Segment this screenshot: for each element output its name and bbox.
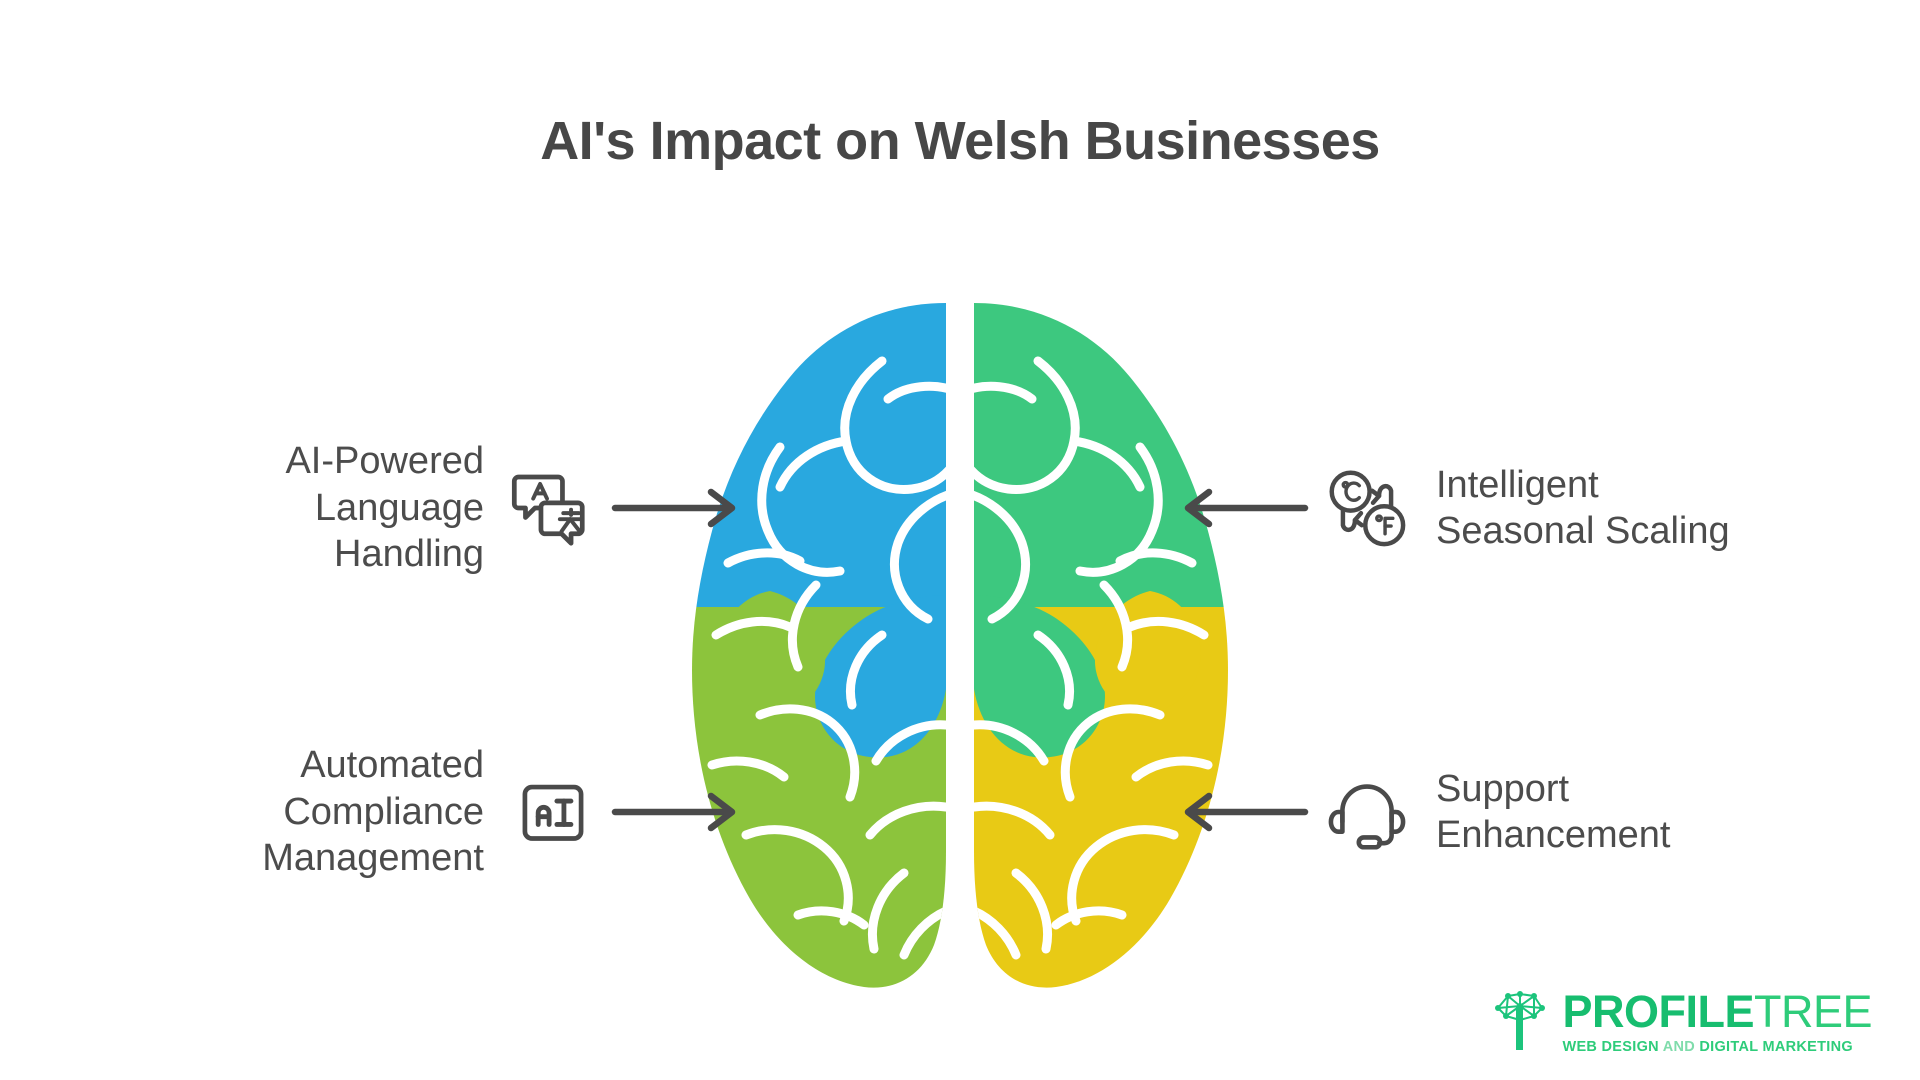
feature-label: Support Enhancement bbox=[1436, 767, 1671, 856]
arrow-right-icon bbox=[610, 485, 742, 531]
headset-icon bbox=[1324, 769, 1410, 855]
brain-lobe-overlap-right bbox=[974, 595, 1105, 758]
profiletree-logo[interactable]: PROFILETREE WEB DESIGN AND DIGITAL MARKE… bbox=[1484, 986, 1873, 1058]
temperature-conversion-icon bbox=[1324, 465, 1410, 551]
logo-tagline: WEB DESIGN AND DIGITAL MARKETING bbox=[1562, 1039, 1872, 1055]
logo-tagline-part-1: WEB DESIGN bbox=[1562, 1039, 1663, 1055]
feature-automated-compliance-management[interactable]: Automated Compliance Management bbox=[60, 732, 750, 892]
feature-support-enhancement[interactable]: Support Enhancement bbox=[1170, 732, 1860, 892]
profiletree-tree-icon bbox=[1484, 986, 1556, 1058]
logo-word-tree: TREE bbox=[1753, 986, 1873, 1037]
brain-right-hemisphere bbox=[974, 303, 1228, 988]
feature-ai-powered-language-handling[interactable]: AI-Powered Language Handling bbox=[60, 428, 750, 588]
arrow-right-icon bbox=[610, 789, 742, 835]
logo-tagline-part-3: DIGITAL MARKETING bbox=[1699, 1039, 1853, 1055]
logo-tagline-part-2: AND bbox=[1662, 1039, 1700, 1055]
brain-illustration bbox=[650, 295, 1270, 995]
arrow-left-icon bbox=[1178, 485, 1310, 531]
feature-intelligent-seasonal-scaling[interactable]: Intelligent Seasonal Scaling bbox=[1170, 428, 1860, 588]
feature-label: Intelligent Seasonal Scaling bbox=[1436, 463, 1730, 552]
ai-badge-icon bbox=[510, 769, 596, 855]
translate-icon bbox=[510, 465, 596, 551]
logo-word-profile: PROFILE bbox=[1562, 986, 1754, 1037]
feature-label: AI-Powered Language Handling bbox=[285, 440, 484, 576]
page-title: AI's Impact on Welsh Businesses bbox=[540, 111, 1380, 171]
logo-wordmark: PROFILETREE bbox=[1562, 989, 1872, 1034]
arrow-left-icon bbox=[1178, 789, 1310, 835]
brain-lobe-overlap-left bbox=[815, 595, 946, 758]
brain-left-hemisphere bbox=[692, 303, 946, 988]
feature-label: Automated Compliance Management bbox=[262, 744, 484, 880]
